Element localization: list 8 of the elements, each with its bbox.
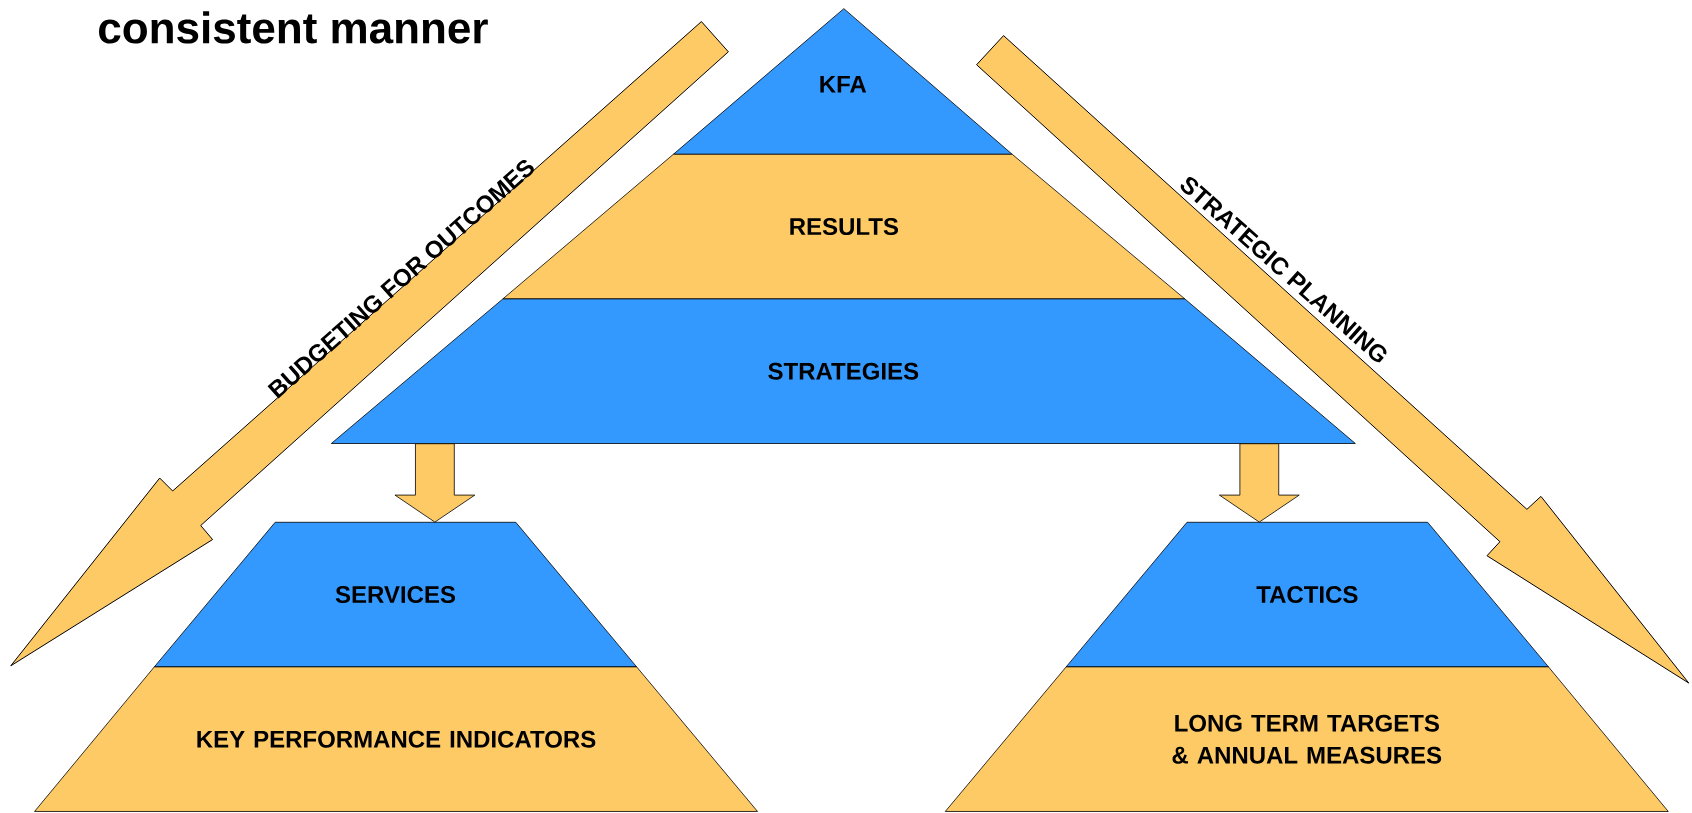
title: consistent manner <box>99 11 488 44</box>
block-arrow <box>394 443 476 523</box>
pyramid-band: LONG TERM TARGETS & ANNUAL MEASURES <box>944 666 1669 813</box>
pyramid-band: KFA <box>672 8 1013 155</box>
pyramid-band: TACTICS <box>1065 522 1549 668</box>
pyramid-band: KEY PERFORMANCE INDICATORS <box>34 666 758 813</box>
pyramid-band: SERVICES <box>153 522 638 668</box>
block-arrow <box>1219 443 1300 523</box>
